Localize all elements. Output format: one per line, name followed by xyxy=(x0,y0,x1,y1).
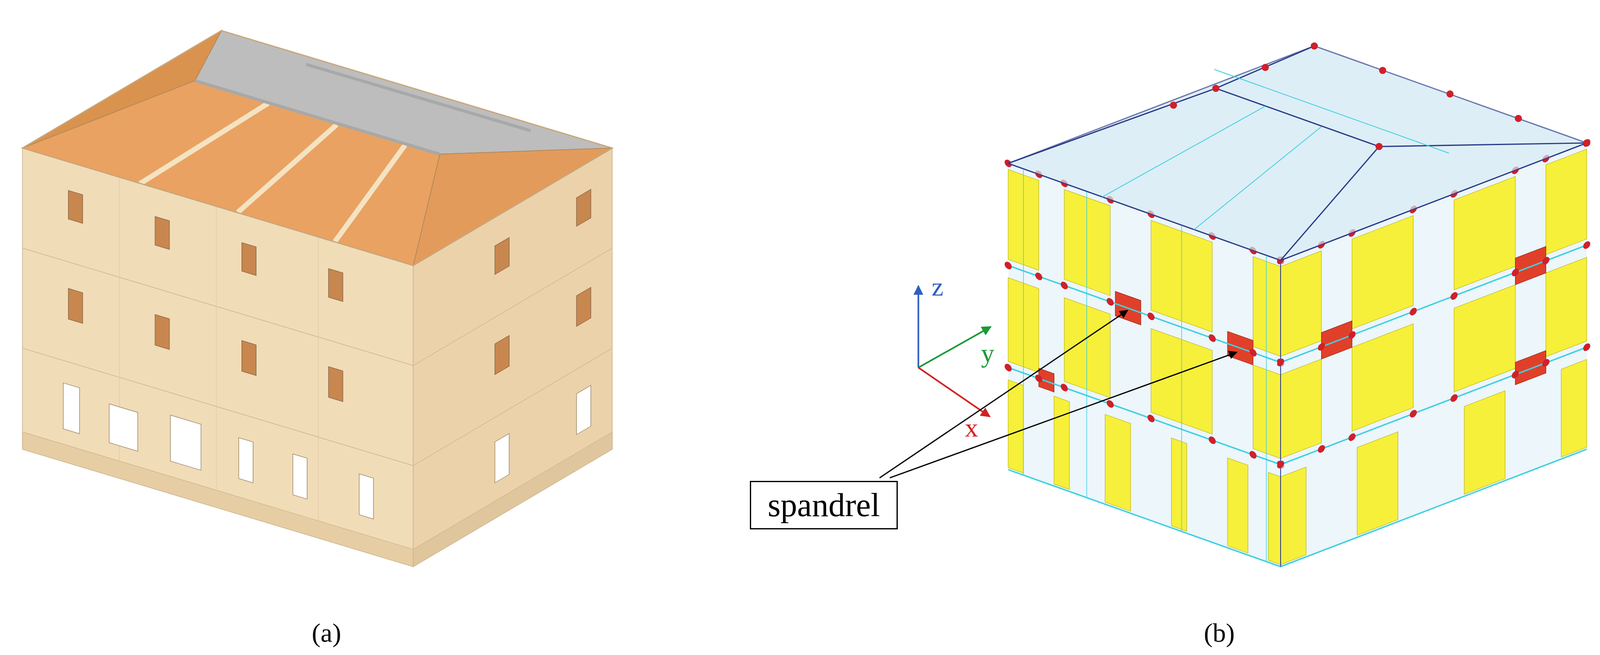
leader-arrows xyxy=(879,310,1237,478)
axis-label: z xyxy=(931,271,944,303)
axis-label: x xyxy=(964,412,979,443)
callout-text: spandrel xyxy=(767,485,880,524)
axis-label: y xyxy=(981,337,995,369)
axis-triad xyxy=(918,285,991,417)
callout-box: spandrel xyxy=(749,480,898,530)
panel-label: (a) xyxy=(311,617,341,648)
right-facade xyxy=(413,147,613,567)
roof xyxy=(22,30,613,266)
frame-roof xyxy=(1007,42,1591,261)
panel-label: (b) xyxy=(1203,617,1236,648)
